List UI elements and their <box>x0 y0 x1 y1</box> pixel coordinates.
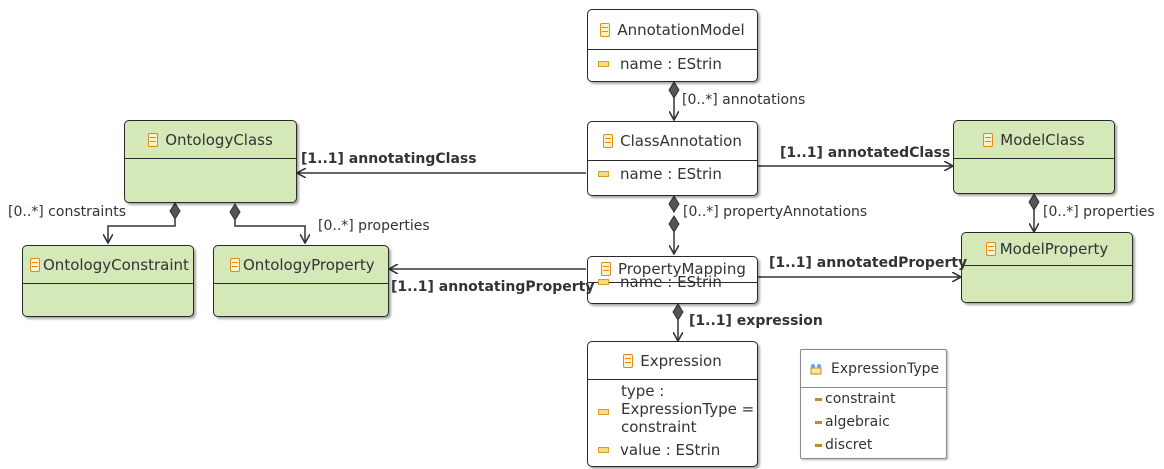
class-name: ModelClass <box>1000 130 1085 149</box>
class-property-mapping[interactable]: PropertyMapping name : EStrin <box>587 256 758 304</box>
eclass-icon <box>148 132 159 147</box>
reference-label-model-properties: [0..*] properties <box>1043 204 1155 220</box>
eclass-icon <box>600 22 611 37</box>
reference-label-annotating-class: [1..1] annotatingClass <box>301 151 477 167</box>
class-ontology-property[interactable]: OntologyProperty <box>213 245 389 317</box>
class-ontology-class[interactable]: OntologyClass <box>124 120 297 203</box>
edge-ontology-properties <box>234 220 305 243</box>
divider <box>214 283 388 284</box>
composition-diamond <box>668 81 680 99</box>
class-name: AnnotationModel <box>617 20 745 39</box>
reference-label-annotations: [0..*] annotations <box>682 92 806 108</box>
class-header: PropertyMapping <box>601 260 746 278</box>
class-name: Expression <box>640 351 722 370</box>
composition-diamond <box>668 195 680 213</box>
eclass-icon <box>601 262 611 276</box>
attribute-value[interactable]: value : EStrin <box>598 441 720 459</box>
class-name: PropertyMapping <box>618 260 746 278</box>
eclass-icon <box>603 134 614 148</box>
divider <box>801 387 946 388</box>
class-name: OntologyClass <box>165 130 273 149</box>
class-name: ClassAnnotation <box>620 132 742 150</box>
composition-diamond <box>1028 193 1040 211</box>
divider <box>962 265 1132 266</box>
class-model-property[interactable]: ModelProperty <box>961 232 1133 303</box>
eattribute-icon <box>598 279 609 285</box>
class-class-annotation[interactable]: ClassAnnotation name : EStrin <box>587 121 758 196</box>
divider <box>588 282 757 283</box>
enum-name: ExpressionType <box>831 360 940 377</box>
composition-diamond <box>169 202 181 220</box>
divider <box>125 158 296 159</box>
reference-label-annotating-property: [1..1] annotatingProperty <box>391 279 595 295</box>
reference-label-expression: [1..1] expression <box>689 313 823 329</box>
class-name: ModelProperty <box>999 240 1109 258</box>
divider <box>588 160 757 161</box>
reference-label-constraints: [0..*] constraints <box>8 204 126 220</box>
divider <box>954 158 1114 159</box>
eattribute-icon <box>598 171 609 177</box>
composition-diamond <box>672 303 684 321</box>
reference-label-annotated-class: [1..1] annotatedClass <box>780 145 951 161</box>
divider <box>588 49 757 50</box>
attribute[interactable]: name : EStrin <box>598 165 722 183</box>
class-expression[interactable]: Expression type : ExpressionType = const… <box>587 341 758 467</box>
divider <box>588 379 757 380</box>
eenum-literal-icon <box>815 420 822 424</box>
attribute[interactable]: name : EStrin <box>598 55 722 73</box>
eenum-literal-icon <box>815 397 822 401</box>
eclass-icon <box>230 257 240 272</box>
enum-literal[interactable]: constraint <box>815 391 896 407</box>
attribute-type[interactable]: type : ExpressionType = constraint <box>598 382 757 440</box>
composition-diamond <box>229 203 241 221</box>
attribute[interactable]: name : EStrin <box>598 273 722 291</box>
edge-constraints <box>108 219 176 243</box>
composition-diamond <box>668 215 680 233</box>
class-annotation-model[interactable]: AnnotationModel name : EStrin <box>587 9 758 82</box>
class-name: OntologyProperty <box>243 255 375 274</box>
eattribute-icon <box>598 409 609 415</box>
eattribute-icon <box>598 61 609 67</box>
eenum-icon <box>810 363 822 374</box>
class-ontology-constraint[interactable]: OntologyConstraint <box>22 245 194 317</box>
enum-expression-type[interactable]: ExpressionType constraint algebraic disc… <box>800 349 947 459</box>
class-name: OntologyConstraint <box>43 255 189 274</box>
eclass-icon <box>985 242 996 256</box>
class-model-class[interactable]: ModelClass <box>953 120 1115 194</box>
enum-literal[interactable]: discret <box>815 437 872 453</box>
enum-literal[interactable]: algebraic <box>815 414 890 430</box>
reference-label-property-annotations: [0..*] propertyAnnotations <box>683 204 868 220</box>
divider <box>23 283 193 284</box>
reference-label-annotated-property: [1..1] annotatedProperty <box>769 255 968 271</box>
eclass-icon <box>623 353 634 368</box>
reference-label-ontology-properties: [0..*] properties <box>318 218 430 234</box>
eclass-icon <box>983 132 994 147</box>
eattribute-icon <box>598 447 609 453</box>
eclass-icon <box>30 257 40 272</box>
eenum-literal-icon <box>815 443 822 447</box>
